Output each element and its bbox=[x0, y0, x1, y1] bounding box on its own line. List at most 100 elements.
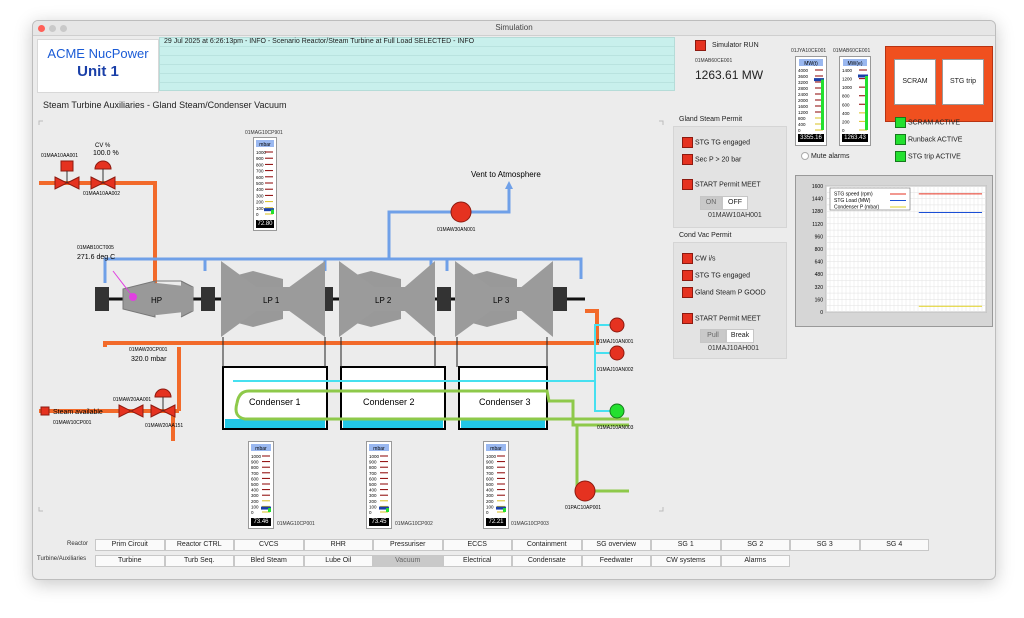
lamp bbox=[895, 151, 906, 162]
event-log[interactable]: 29 Jul 2025 at 6:26:13pm - INFO - Scenar… bbox=[159, 37, 675, 91]
chart-ytick-label: 640 bbox=[815, 260, 824, 266]
gauge-unit-box bbox=[251, 444, 271, 451]
gauge-tick-label: 800 bbox=[369, 465, 377, 470]
gauge-tick-label: 300 bbox=[369, 493, 377, 498]
pump1-tag: 01MAJ10AN001 bbox=[597, 339, 634, 345]
sim-run-label: Simulator RUN bbox=[711, 42, 759, 50]
condenser-3-water bbox=[461, 419, 545, 428]
mute-alarms[interactable]: Mute alarms bbox=[801, 152, 849, 160]
lamp bbox=[682, 179, 693, 190]
mute-radio[interactable] bbox=[801, 152, 809, 160]
indicator-label: Runback ACTIVE bbox=[907, 136, 963, 144]
log-line: 29 Jul 2025 at 6:26:13pm - INFO - Scenar… bbox=[160, 38, 674, 47]
nav-tab-eccs[interactable]: ECCS bbox=[442, 539, 512, 551]
chart-ytick-label: 960 bbox=[815, 234, 824, 240]
nav-tab-sg-3[interactable]: SG 3 bbox=[790, 539, 860, 551]
temp-tag: 01MAB10CT005 bbox=[77, 245, 114, 251]
nav-tab-turbine[interactable]: Turbine bbox=[95, 555, 165, 567]
indicator-label: SCRAM ACTIVE bbox=[907, 119, 961, 127]
gauge-tick-label: 100 bbox=[251, 504, 259, 509]
gauge-tick-label: 700 bbox=[251, 471, 259, 476]
nav-tab-containment[interactable]: Containment bbox=[512, 539, 582, 551]
maximize-icon[interactable] bbox=[60, 25, 67, 32]
lamp bbox=[682, 313, 693, 324]
gauge-tick-label: 900 bbox=[369, 460, 377, 465]
nav-tab-condensate[interactable]: Condensate bbox=[512, 555, 582, 567]
gauge-tick-label: 200 bbox=[251, 499, 259, 504]
unit-name: Unit 1 bbox=[77, 63, 119, 80]
gauge-tick-label: 600 bbox=[842, 102, 850, 107]
gauge-unit-box bbox=[369, 444, 389, 451]
scram-button[interactable]: SCRAM bbox=[894, 59, 936, 105]
gauge-tick-label: 2000 bbox=[798, 98, 809, 103]
lp1-label: LP 1 bbox=[263, 296, 280, 305]
nav-tab-sg-4[interactable]: SG 4 bbox=[859, 539, 929, 551]
lamp bbox=[682, 253, 693, 264]
lamp bbox=[682, 287, 693, 298]
condvac-break-button[interactable]: Break bbox=[726, 329, 754, 343]
lamp bbox=[895, 117, 906, 128]
gauge-tick-label: 1000 bbox=[251, 454, 262, 459]
gland-start-label: START Permit MEET bbox=[694, 181, 761, 189]
condenser1-label: Condenser 1 bbox=[249, 397, 301, 407]
vent-fan-icon[interactable] bbox=[450, 201, 472, 223]
chart-ytick-label: 480 bbox=[815, 272, 824, 278]
gauge-unit: mbar bbox=[373, 446, 385, 452]
gauge-tick-label: 3200 bbox=[798, 80, 809, 85]
nav-tab-cvcs[interactable]: CVCS bbox=[234, 539, 304, 551]
gland-off-button[interactable]: OFF bbox=[722, 196, 748, 210]
condvac-item-label: Gland Steam P GOOD bbox=[694, 289, 766, 297]
nav-tab-lube-oil[interactable]: Lube Oil bbox=[303, 555, 373, 567]
condvac-permit-title: Cond Vac Permit bbox=[679, 232, 732, 239]
nav-tab-turb-seq-[interactable]: Turb Seq. bbox=[164, 555, 234, 567]
nav-tab-electrical[interactable]: Electrical bbox=[442, 555, 512, 567]
nav-tab-prim-circuit[interactable]: Prim Circuit bbox=[95, 539, 165, 551]
vacuum-pump-3-icon[interactable] bbox=[609, 403, 625, 419]
condvac-pull-button[interactable]: Pull bbox=[700, 329, 726, 343]
nav-row2-label: Turbine/Auxiliaries bbox=[37, 556, 87, 562]
press-tag: 01MAW20CP001 bbox=[129, 347, 168, 353]
gauge-tick-label: 400 bbox=[369, 488, 377, 493]
gauge-tick-label: 200 bbox=[256, 200, 264, 205]
inlet-valve-1[interactable] bbox=[54, 160, 80, 190]
close-icon[interactable] bbox=[38, 25, 45, 32]
condvac-item: CW i/s bbox=[682, 253, 716, 264]
nav-tab-alarms[interactable]: Alarms bbox=[720, 555, 790, 567]
sim-run-lamp bbox=[695, 40, 706, 51]
nav-tab-vacuum[interactable]: Vacuum bbox=[373, 555, 443, 567]
chart-legend-label: STG Load (MW) bbox=[834, 198, 871, 204]
nav-tab-bled-steam[interactable]: Bled Steam bbox=[234, 555, 304, 567]
minimize-icon[interactable] bbox=[49, 25, 56, 32]
gauge-tick-label: 600 bbox=[256, 175, 264, 180]
gauge-tick-label: 800 bbox=[256, 162, 264, 167]
gauge-tick-label: 800 bbox=[798, 116, 806, 121]
nav-tab-rhr[interactable]: RHR bbox=[303, 539, 373, 551]
nav-tab-sg-1[interactable]: SG 1 bbox=[651, 539, 721, 551]
gland-on-button[interactable]: ON bbox=[700, 196, 722, 210]
gauge-tick-label: 300 bbox=[256, 193, 264, 198]
nav-tab-pressuriser[interactable]: Pressuriser bbox=[373, 539, 443, 551]
nav-tab-sg-2[interactable]: SG 2 bbox=[720, 539, 790, 551]
nav-tab-cw-systems[interactable]: CW systems bbox=[651, 555, 721, 567]
nav-tab-sg-overview[interactable]: SG overview bbox=[581, 539, 651, 551]
steam-valve-2[interactable] bbox=[150, 388, 176, 418]
control-valve-2[interactable] bbox=[90, 160, 116, 190]
cw-pump-icon[interactable] bbox=[574, 480, 596, 502]
nav-tab-reactor-ctrl[interactable]: Reactor CTRL bbox=[164, 539, 234, 551]
vacuum-pump-2-icon[interactable] bbox=[609, 345, 625, 361]
gauge-tick-label: 900 bbox=[251, 460, 259, 465]
chart-legend-label: Condenser P (mbar) bbox=[834, 205, 880, 211]
stg-trip-button[interactable]: STG trip bbox=[942, 59, 984, 105]
steam-valve-1[interactable] bbox=[118, 404, 144, 418]
gauge-unit-box bbox=[486, 444, 506, 451]
gauge-tick-label: 700 bbox=[369, 471, 377, 476]
vacuum-pump-1-icon[interactable] bbox=[609, 317, 625, 333]
nav-tab-feedwater[interactable]: Feedwater bbox=[581, 555, 651, 567]
